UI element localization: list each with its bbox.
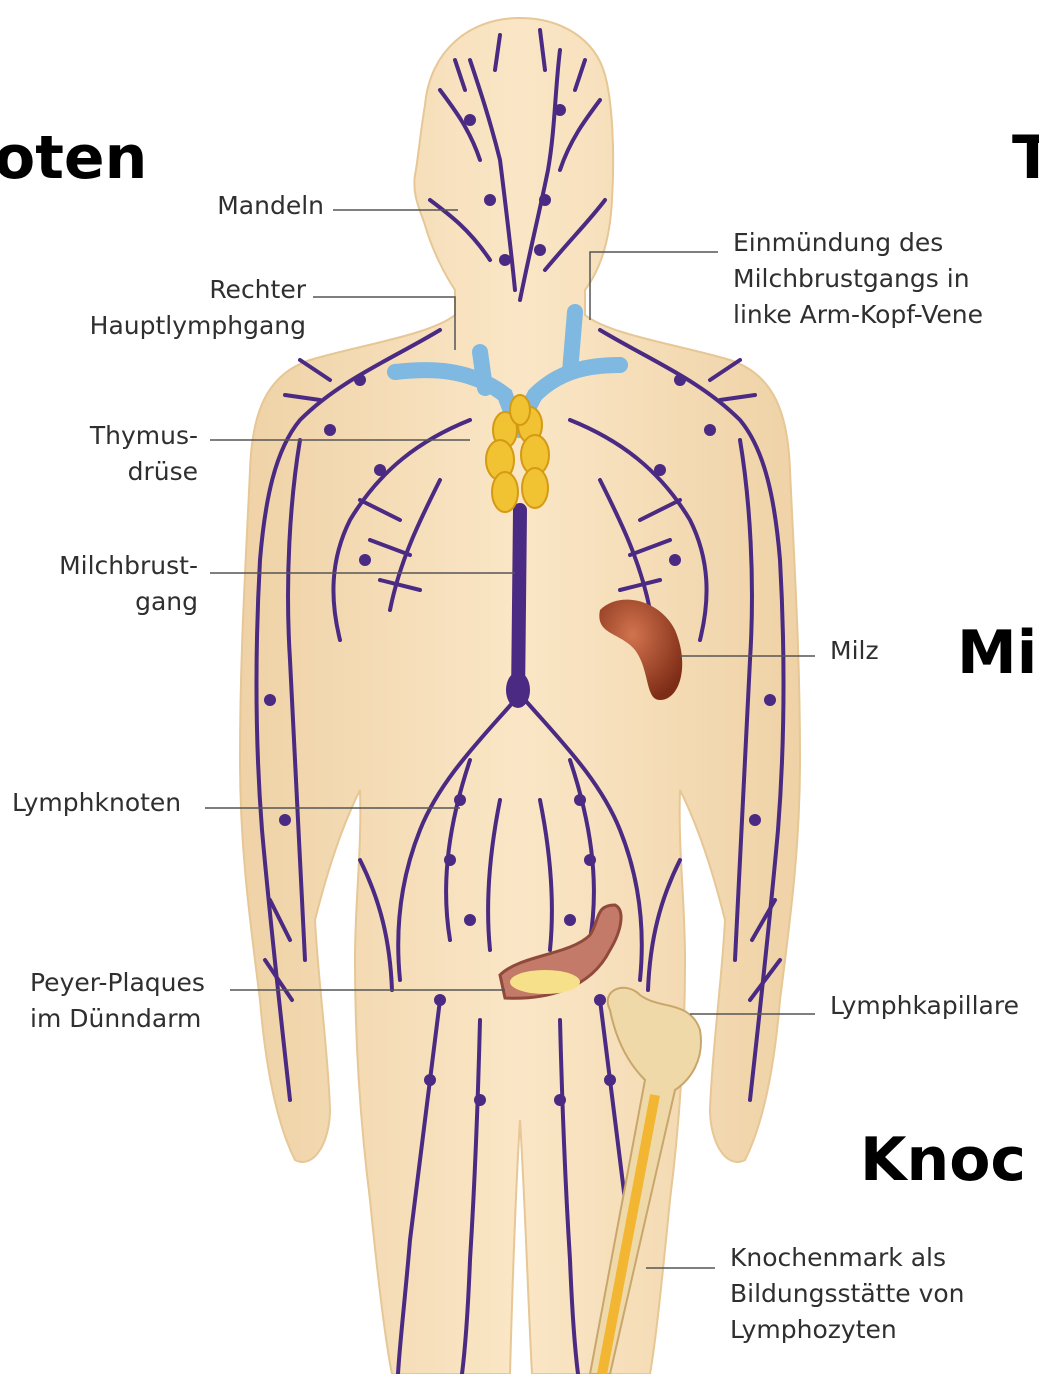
- label-lymphkapillare: Lymphkapillare: [830, 988, 1019, 1024]
- label-mandeln-text: Mandeln: [217, 188, 324, 224]
- label-milz-text: Milz: [830, 633, 879, 669]
- label-lymphknoten: Lymphknoten: [12, 785, 181, 821]
- label-milchbrust-line1: Milchbrust-: [59, 548, 198, 584]
- label-peyer-line2: im Dünndarm: [30, 1001, 205, 1037]
- label-lymphknoten-text: Lymphknoten: [12, 785, 181, 821]
- label-knochenmark-line3: Lymphozyten: [730, 1312, 965, 1348]
- label-einm-line1: Einmündung des: [733, 225, 983, 261]
- label-einmuendung: Einmündung des Milchbrustgangs in linke …: [733, 225, 983, 333]
- label-mandeln: Mandeln: [217, 188, 324, 224]
- label-rechter-line2: Hauptlymphgang: [90, 308, 306, 344]
- label-peyer-plaques: Peyer-Plaques im Dünndarm: [30, 965, 205, 1037]
- label-knochenmark: Knochenmark als Bildungsstätte von Lymph…: [730, 1240, 965, 1348]
- label-milchbrustgang: Milchbrust- gang: [59, 548, 198, 620]
- overlay-heading-top-right: T: [1012, 128, 1039, 188]
- label-knochenmark-line2: Bildungsstätte von: [730, 1276, 965, 1312]
- label-thymus-line2: drüse: [90, 454, 198, 490]
- label-thymusdruese: Thymus- drüse: [90, 418, 198, 490]
- label-einm-line3: linke Arm-Kopf-Vene: [733, 297, 983, 333]
- label-rechter-line1: Rechter: [90, 272, 306, 308]
- label-milz: Milz: [830, 633, 879, 669]
- label-knochenmark-line1: Knochenmark als: [730, 1240, 965, 1276]
- overlay-heading-left: oten: [0, 128, 147, 188]
- label-rechter-hauptlymphgang: Rechter Hauptlymphgang: [90, 272, 306, 344]
- label-einm-line2: Milchbrustgangs in: [733, 261, 983, 297]
- label-lymphkapillare-text: Lymphkapillare: [830, 988, 1019, 1024]
- overlay-heading-bottom-right: Knoc: [860, 1130, 1026, 1190]
- label-thymus-line1: Thymus-: [90, 418, 198, 454]
- overlay-heading-mid-right: Mi: [957, 623, 1037, 683]
- label-peyer-line1: Peyer-Plaques: [30, 965, 205, 1001]
- label-milchbrust-line2: gang: [59, 584, 198, 620]
